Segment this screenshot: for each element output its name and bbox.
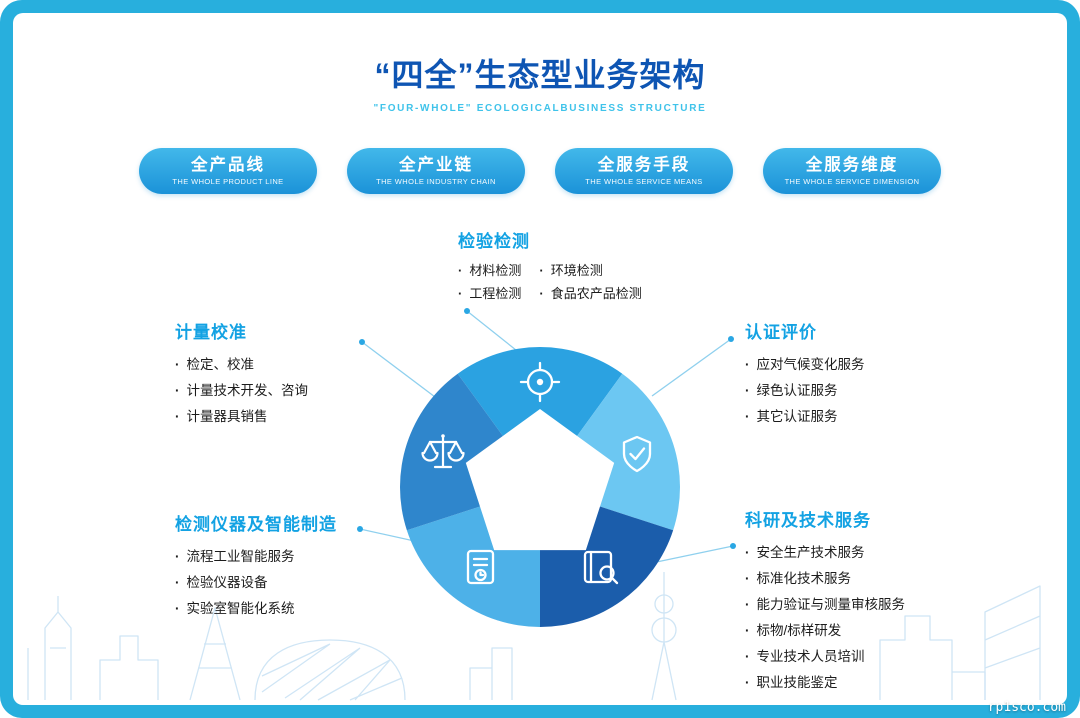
section-title: 检验检测 [458,232,530,251]
list-item: 材料检测 [458,259,521,282]
inspection-columns: 材料检测 工程检测 环境检测 食品农产品检测 [458,259,642,305]
balance-scale-icon [421,434,465,469]
list-item: 计量技术开发、咨询 [175,378,309,404]
section-inspection: 检验检测 材料检测 工程检测 环境检测 食品农产品检测 [458,227,642,305]
pill-label-en: THE WHOLE SERVICE DIMENSION [784,176,920,186]
connector-dots [357,308,736,549]
pill-row: 全产品线 THE WHOLE PRODUCT LINE 全产业链 THE WHO… [0,148,1080,194]
section-title: 科研及技术服务 [745,511,871,530]
list-item: 安全生产技术服务 [745,540,905,566]
list-item: 检验仪器设备 [175,570,337,596]
pill-label-zh: 全服务手段 [597,156,691,174]
pill-label-en: THE WHOLE SERVICE MEANS [585,176,703,186]
pentagon-wheel [399,347,681,627]
page-subtitle: "FOUR-WHOLE" ECOLOGICALBUSINESS STRUCTUR… [373,103,707,114]
instruments-list: 流程工业智能服务 检验仪器设备 实验室智能化系统 [175,544,337,622]
pill-product-line: 全产品线 THE WHOLE PRODUCT LINE [139,148,317,194]
pill-service-dimension: 全服务维度 THE WHOLE SERVICE DIMENSION [763,148,941,194]
book-search-icon [583,550,619,585]
list-item: 检定、校准 [175,352,308,378]
list-item: 计量器具销售 [175,404,308,430]
inspection-col2: 环境检测 食品农产品检测 [539,259,642,305]
list-item: 工程检测 [458,282,521,305]
list-item: 实验室智能化系统 [175,596,337,622]
section-title: 认证评价 [745,323,817,342]
list-item: 职业技能鉴定 [745,670,905,696]
section-title: 检测仪器及智能制造 [175,515,337,534]
list-item: 应对气候变化服务 [745,352,865,378]
section-metrology: 计量校准 检定、校准 计量技术开发、咨询 计量器具销售 [175,318,308,430]
pill-label-zh: 全产业链 [399,156,473,174]
certificate-seal-icon [466,549,495,585]
pill-label-en: THE WHOLE PRODUCT LINE [172,176,284,186]
inspection-col1: 材料检测 工程检测 [458,259,521,305]
list-item: 专业技术人员培训 [745,644,905,670]
list-item: 标物/标样研发 [745,618,905,644]
section-certification: 认证评价 应对气候变化服务 绿色认证服务 其它认证服务 [745,318,865,430]
center-pentagon [465,409,615,551]
metrology-list: 检定、校准 计量技术开发、咨询 计量器具销售 [175,352,309,430]
pill-label-zh: 全产品线 [191,156,265,174]
certification-list: 应对气候变化服务 绿色认证服务 其它认证服务 [745,352,865,430]
list-item: 环境检测 [539,259,641,282]
pill-service-means: 全服务手段 THE WHOLE SERVICE MEANS [555,148,733,194]
section-title: 计量校准 [175,323,247,342]
research-list: 安全生产技术服务 标准化技术服务 能力验证与测量审核服务 标物/标样研发 专业技… [745,540,906,696]
pill-label-zh: 全服务维度 [805,156,899,174]
section-instruments: 检测仪器及智能制造 流程工业智能服务 检验仪器设备 实验室智能化系统 [175,510,337,622]
list-item: 流程工业智能服务 [175,544,337,570]
pill-label-en: THE WHOLE INDUSTRY CHAIN [376,176,496,186]
section-research: 科研及技术服务 安全生产技术服务 标准化技术服务 能力验证与测量审核服务 标物/… [745,506,905,696]
list-item: 能力验证与测量审核服务 [745,592,906,618]
list-item: 绿色认证服务 [745,378,865,404]
shield-check-icon [622,435,652,473]
list-item: 标准化技术服务 [745,566,905,592]
list-item: 其它认证服务 [745,404,865,430]
target-icon [519,361,561,403]
watermark: rp1sco.com [987,700,1066,715]
list-item: 食品农产品检测 [539,282,642,305]
page-title: “四全”生态型业务架构 [374,57,706,93]
pill-industry-chain: 全产业链 THE WHOLE INDUSTRY CHAIN [347,148,525,194]
